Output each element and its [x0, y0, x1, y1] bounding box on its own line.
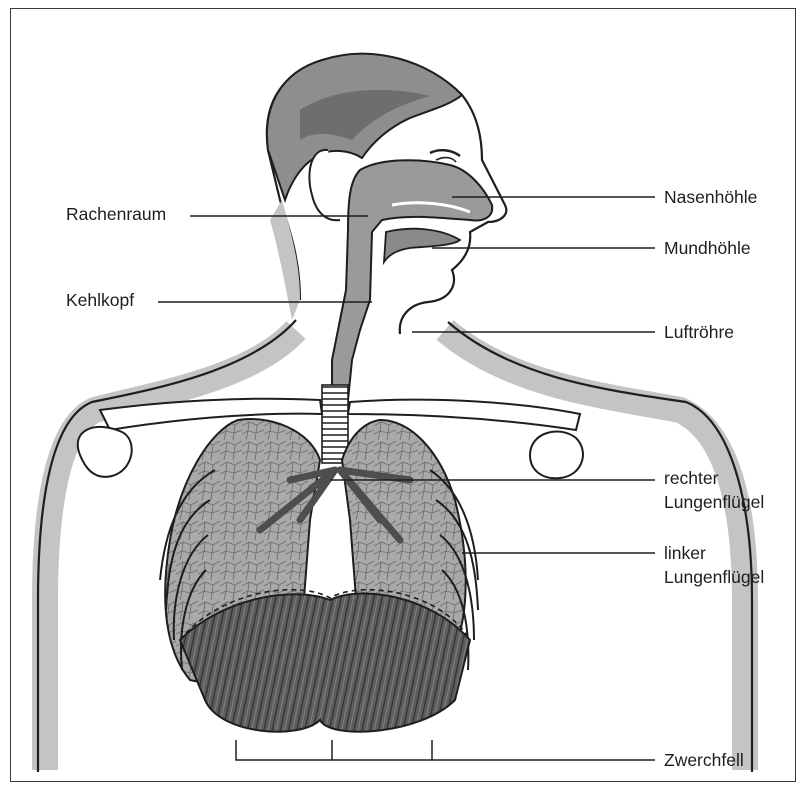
label-mundhoehle: Mundhöhle: [664, 238, 751, 258]
diaphragm: [180, 590, 470, 732]
label-linker-line2: Lungenflügel: [664, 567, 764, 587]
label-rechter-line1: rechter: [664, 468, 718, 488]
label-rechter-line2: Lungenflügel: [664, 492, 764, 512]
label-rachenraum: Rachenraum: [66, 204, 166, 224]
label-zwerchfell: Zwerchfell: [664, 750, 744, 770]
label-luftroehre: Luftröhre: [664, 322, 734, 342]
label-linker-line1: linker: [664, 543, 706, 563]
label-nasenhoehle: Nasenhöhle: [664, 187, 757, 207]
label-kehlkopf: Kehlkopf: [66, 290, 134, 310]
